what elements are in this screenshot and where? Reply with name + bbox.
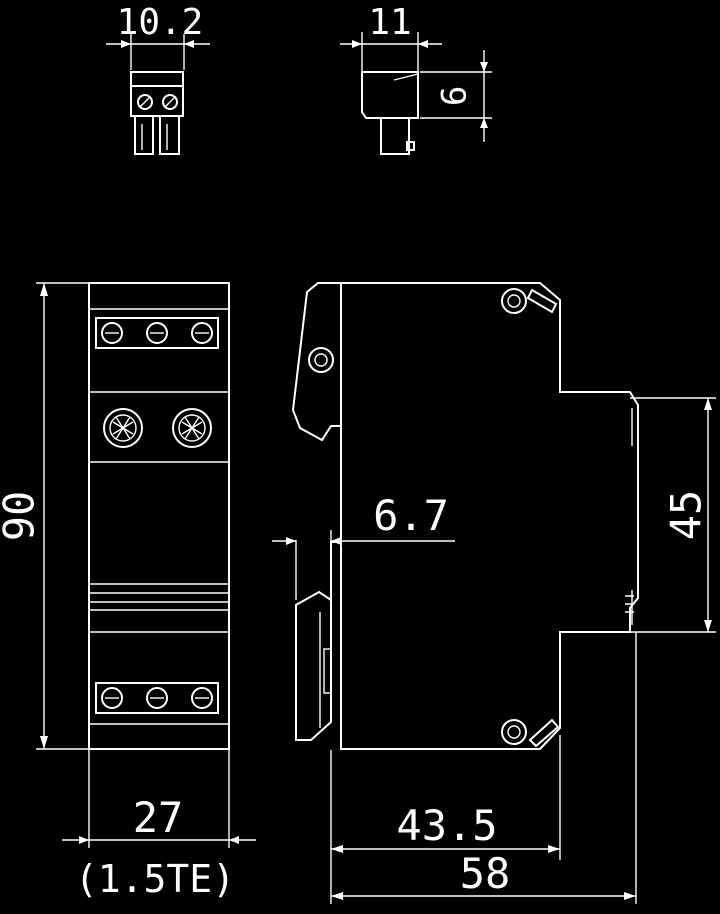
dim-total-depth: 58 [460, 849, 511, 898]
dim-terminal-width: 10.2 [117, 2, 204, 43]
module-side-view: 6.7 45 43.5 58 [272, 282, 716, 904]
dim-front-depth: 43.5 [396, 801, 497, 850]
dim-module-width: 27 [133, 793, 184, 842]
dim-rail-height: 45 [662, 490, 711, 541]
dim-module-units: (1.5TE) [75, 857, 235, 901]
dim-terminal-side-width: 11 [368, 2, 411, 43]
dim-rail-offset: 6.7 [373, 491, 449, 540]
terminal-front-view: 10.2 [106, 2, 210, 155]
module-front-view: 90 [0, 282, 256, 901]
dim-module-height: 90 [0, 491, 44, 542]
terminal-side-view: 11 9 [340, 2, 492, 155]
dim-terminal-side-height: 9 [432, 86, 472, 106]
